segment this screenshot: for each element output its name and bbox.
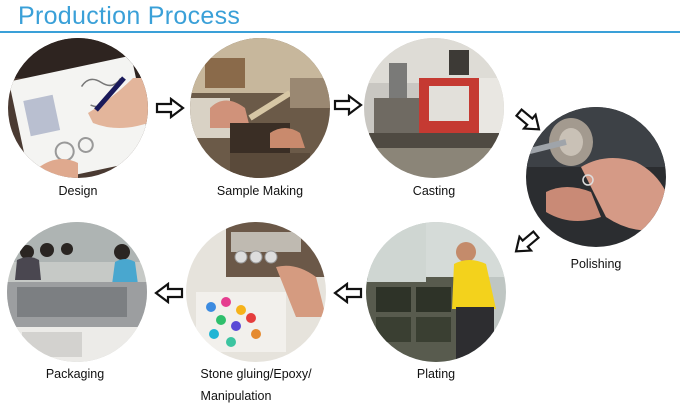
arrow-left-icon [333, 282, 363, 304]
packaging-label: Packaging [45, 367, 105, 381]
title-underline [0, 31, 680, 33]
polishing-photo [526, 107, 666, 247]
arrow-right-icon [333, 94, 363, 116]
stone-gluing-photo [186, 222, 326, 362]
arrow-left-icon [154, 282, 184, 304]
design-photo [8, 38, 148, 178]
polishing-label: Polishing [570, 257, 622, 271]
plating-photo [366, 222, 506, 362]
design-label: Design [58, 184, 98, 198]
casting-photo [364, 38, 504, 178]
arrow-down-left-icon [507, 225, 544, 261]
arrow-right-icon [155, 97, 185, 119]
packaging-photo [7, 222, 147, 362]
plating-label: Plating [416, 367, 456, 381]
header: Production Process [0, 0, 680, 34]
stone-gluing-label-line2: Manipulation [200, 389, 272, 403]
arrow-down-right-icon [510, 103, 547, 139]
page-title: Production Process [18, 2, 241, 30]
casting-label: Casting [412, 184, 456, 198]
stone-gluing-label-line1: Stone gluing/Epoxy/ [200, 367, 312, 381]
sample-making-label: Sample Making [216, 184, 304, 198]
sample-making-photo [190, 38, 330, 178]
